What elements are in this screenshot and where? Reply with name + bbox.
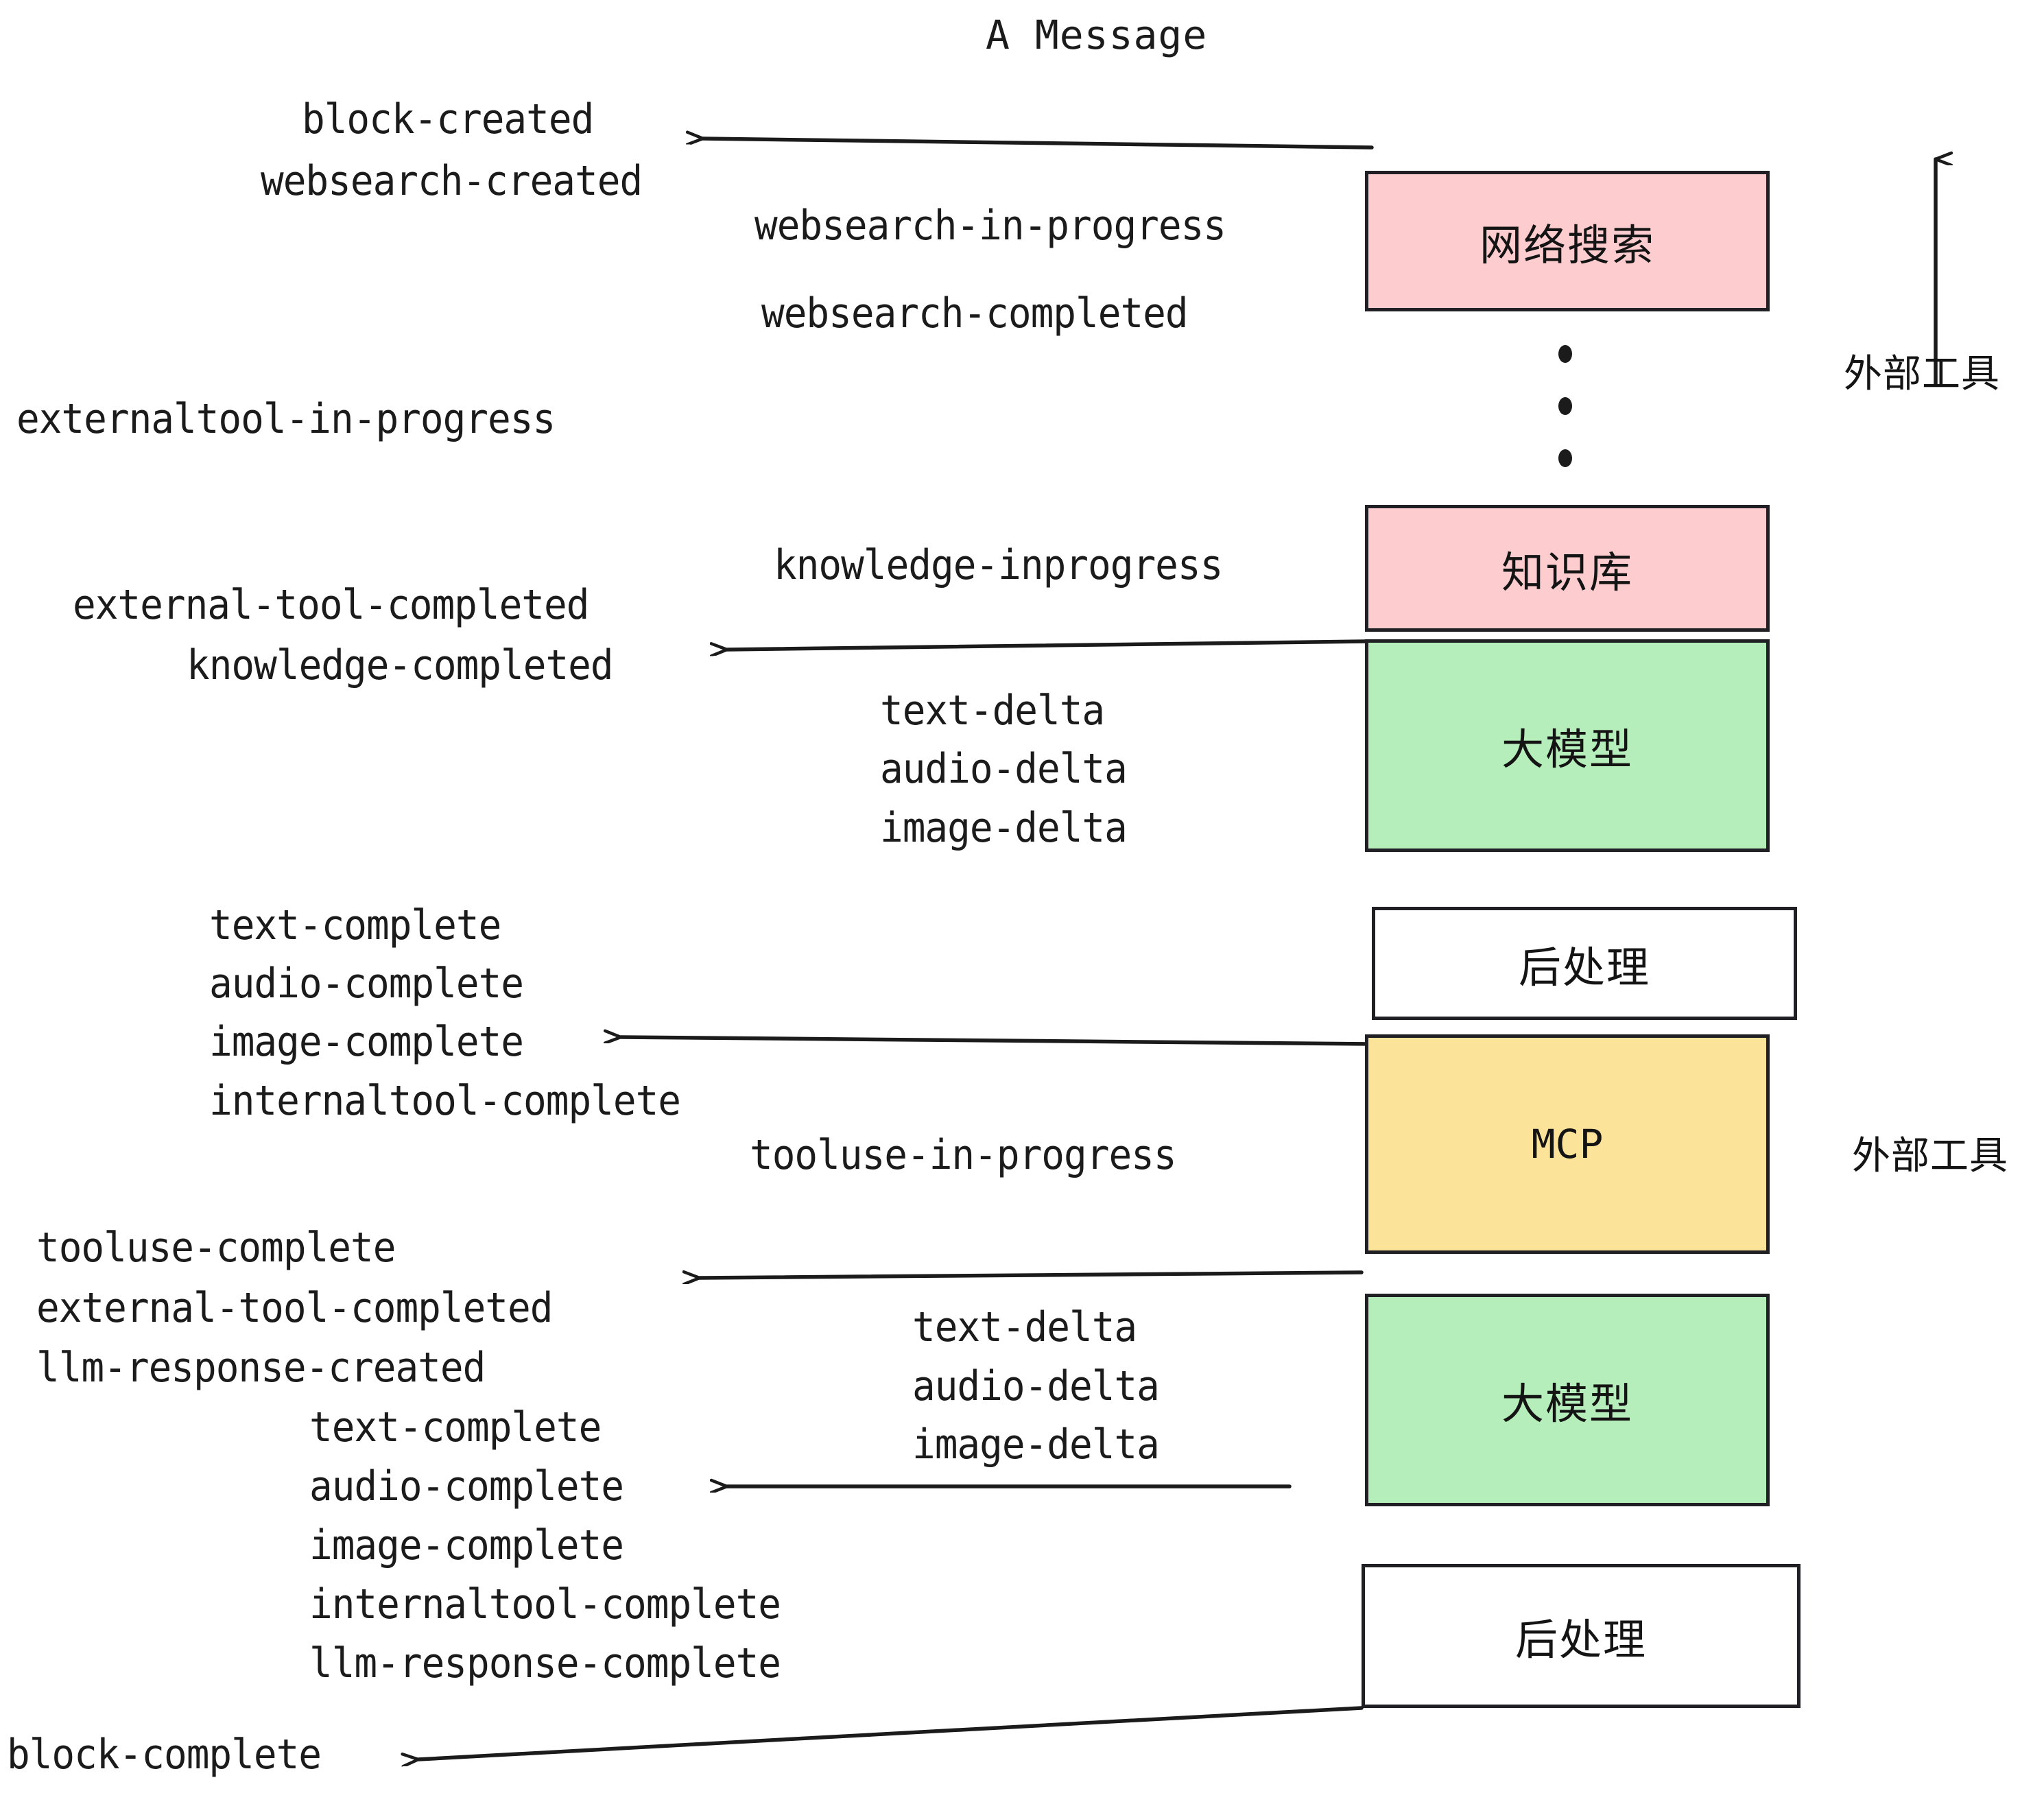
event-label-external-tool-completed-1: external-tool-completed: [73, 581, 589, 629]
event-label-audio-complete-2: audio-complete: [309, 1462, 624, 1510]
event-label-audio-delta-2: audio-delta: [912, 1362, 1160, 1410]
node-knowledge: 知识库: [1365, 505, 1770, 632]
arrow-post1-to-image-complete: [621, 1037, 1374, 1046]
event-label-tooluse-complete: tooluse-complete: [36, 1224, 396, 1272]
event-label-block-complete: block-complete: [7, 1731, 322, 1779]
event-label-text-delta-1: text-delta: [880, 687, 1105, 735]
event-label-websearch-in-progress: websearch-in-progress: [754, 202, 1226, 250]
arrow-websearch-to-block-created: [703, 139, 1374, 150]
event-label-llm-response-created: llm-response-created: [36, 1344, 486, 1392]
side-label-external-tools-bottom: 外部工具: [1852, 1134, 2008, 1178]
node-label: 后处理: [1514, 1615, 1647, 1665]
ellipsis-dot: [1558, 449, 1572, 467]
event-label-websearch-created: websearch-created: [261, 157, 643, 205]
arrow-knowledge-to-knowledge-completed: [727, 639, 1367, 650]
event-label-llm-response-complete: llm-response-complete: [309, 1639, 781, 1687]
arrow-mcp-to-tooluse-complete: [700, 1272, 1364, 1278]
event-label-external-tool-completed-2: external-tool-completed: [36, 1284, 553, 1332]
event-label-text-complete-2: text-complete: [309, 1403, 602, 1451]
ellipsis-dot: [1558, 397, 1572, 415]
event-label-text-delta-2: text-delta: [912, 1303, 1137, 1351]
event-label-image-delta-1: image-delta: [880, 804, 1128, 852]
node-label: 后处理: [1518, 942, 1650, 993]
node-llm-1: 大模型: [1365, 639, 1770, 852]
event-label-internaltool-complete-2: internaltool-complete: [309, 1580, 781, 1628]
arrow-post2-to-block-complete: [418, 1706, 1364, 1759]
event-label-externaltool-in-progress: externaltool-in-progress: [16, 395, 556, 443]
node-label: 网络搜索: [1479, 219, 1655, 270]
event-label-knowledge-inprogress: knowledge-inprogress: [774, 541, 1223, 589]
event-label-image-complete-1: image-complete: [209, 1018, 524, 1066]
side-label-external-tools-top: 外部工具: [1844, 352, 2000, 396]
node-label: 大模型: [1501, 1379, 1633, 1429]
event-label-tooluse-in-progress: tooluse-in-progress: [750, 1131, 1177, 1179]
node-llm-2: 大模型: [1365, 1294, 1770, 1506]
node-label: 大模型: [1501, 724, 1633, 774]
event-label-audio-delta-1: audio-delta: [880, 745, 1128, 793]
node-mcp: MCP: [1365, 1034, 1770, 1254]
event-label-knowledge-completed: knowledge-completed: [187, 641, 614, 689]
node-post-2: 后处理: [1362, 1564, 1801, 1708]
event-label-websearch-completed: websearch-completed: [761, 289, 1189, 337]
node-label: 知识库: [1501, 547, 1633, 597]
node-websearch: 网络搜索: [1365, 171, 1770, 311]
event-label-audio-complete-1: audio-complete: [209, 960, 524, 1008]
event-label-text-complete-1: text-complete: [209, 901, 501, 949]
ellipsis-dot: [1558, 345, 1572, 363]
event-label-image-complete-2: image-complete: [309, 1521, 624, 1569]
node-label: MCP: [1531, 1121, 1604, 1167]
event-label-block-created: block-created: [302, 95, 594, 143]
node-post-1: 后处理: [1372, 907, 1797, 1020]
event-label-image-delta-2: image-delta: [912, 1421, 1160, 1469]
event-label-internaltool-complete-1: internaltool-complete: [209, 1077, 681, 1125]
diagram-title: A Message: [986, 12, 1208, 58]
